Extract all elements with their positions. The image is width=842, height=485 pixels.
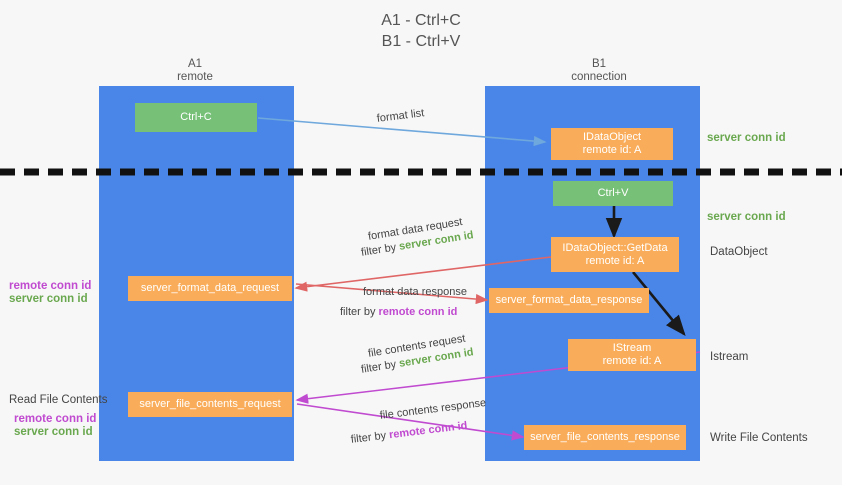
- filter-value-remote-conn-id-1: remote conn id: [378, 306, 458, 318]
- box-server-format-data-response[interactable]: server_format_data_response: [489, 288, 649, 313]
- annotation-format-list: format list: [376, 107, 425, 125]
- box-idataobject-getdata[interactable]: IDataObject::GetData remote id: A: [551, 237, 679, 272]
- filter-prefix-1: filter by: [360, 240, 401, 259]
- box-server-format-data-request[interactable]: server_format_data_request: [128, 276, 292, 301]
- annotation-file-contents-response-filter: filter by remote conn id: [350, 419, 468, 448]
- page-title: A1 - Ctrl+C B1 - Ctrl+V: [381, 12, 461, 50]
- annotation-format-data-response-filter: filter by remote conn id: [340, 305, 457, 320]
- label-dataobject: DataObject: [710, 246, 768, 258]
- lane-a1-name: A1: [187, 58, 203, 70]
- filter-value-remote-conn-id-2: remote conn id: [388, 419, 469, 442]
- filter-prefix-2: filter by: [340, 306, 379, 318]
- lane-b1-sub: connection: [571, 71, 627, 83]
- label-server-conn-id-2: server conn id: [14, 426, 93, 438]
- annotation-file-contents-response: file contents response: [379, 396, 487, 422]
- label-istream: Istream: [710, 351, 749, 363]
- annotation-format-data-response: format data response: [363, 286, 467, 298]
- label-server-conn-id-1: server conn id: [9, 293, 88, 305]
- box-ctrl-v[interactable]: Ctrl+V: [553, 181, 673, 206]
- box-server-file-contents-request[interactable]: server_file_contents_request: [128, 392, 292, 417]
- lane-header-a1: A1 remote: [128, 58, 262, 84]
- label-remote-conn-id-2: remote conn id: [14, 413, 97, 425]
- filter-prefix-3: filter by: [360, 357, 401, 376]
- label-write-file-contents: Write File Contents: [710, 432, 808, 444]
- box-ctrl-c[interactable]: Ctrl+C: [135, 103, 257, 132]
- label-remote-conn-id-1: remote conn id: [9, 280, 92, 292]
- box-server-file-contents-response[interactable]: server_file_contents_response: [524, 425, 686, 450]
- box-istream[interactable]: IStream remote id: A: [568, 339, 696, 371]
- label-read-file-contents: Read File Contents: [9, 394, 108, 406]
- lane-a1-sub: remote: [177, 71, 213, 83]
- label-server-conn-id-mid: server conn id: [707, 211, 786, 223]
- box-idataobject[interactable]: IDataObject remote id: A: [551, 128, 673, 160]
- lane-header-b1: B1 connection: [524, 58, 674, 84]
- filter-prefix-4: filter by: [350, 429, 390, 446]
- lane-b1-name: B1: [591, 58, 607, 70]
- label-server-conn-id-top: server conn id: [707, 132, 786, 144]
